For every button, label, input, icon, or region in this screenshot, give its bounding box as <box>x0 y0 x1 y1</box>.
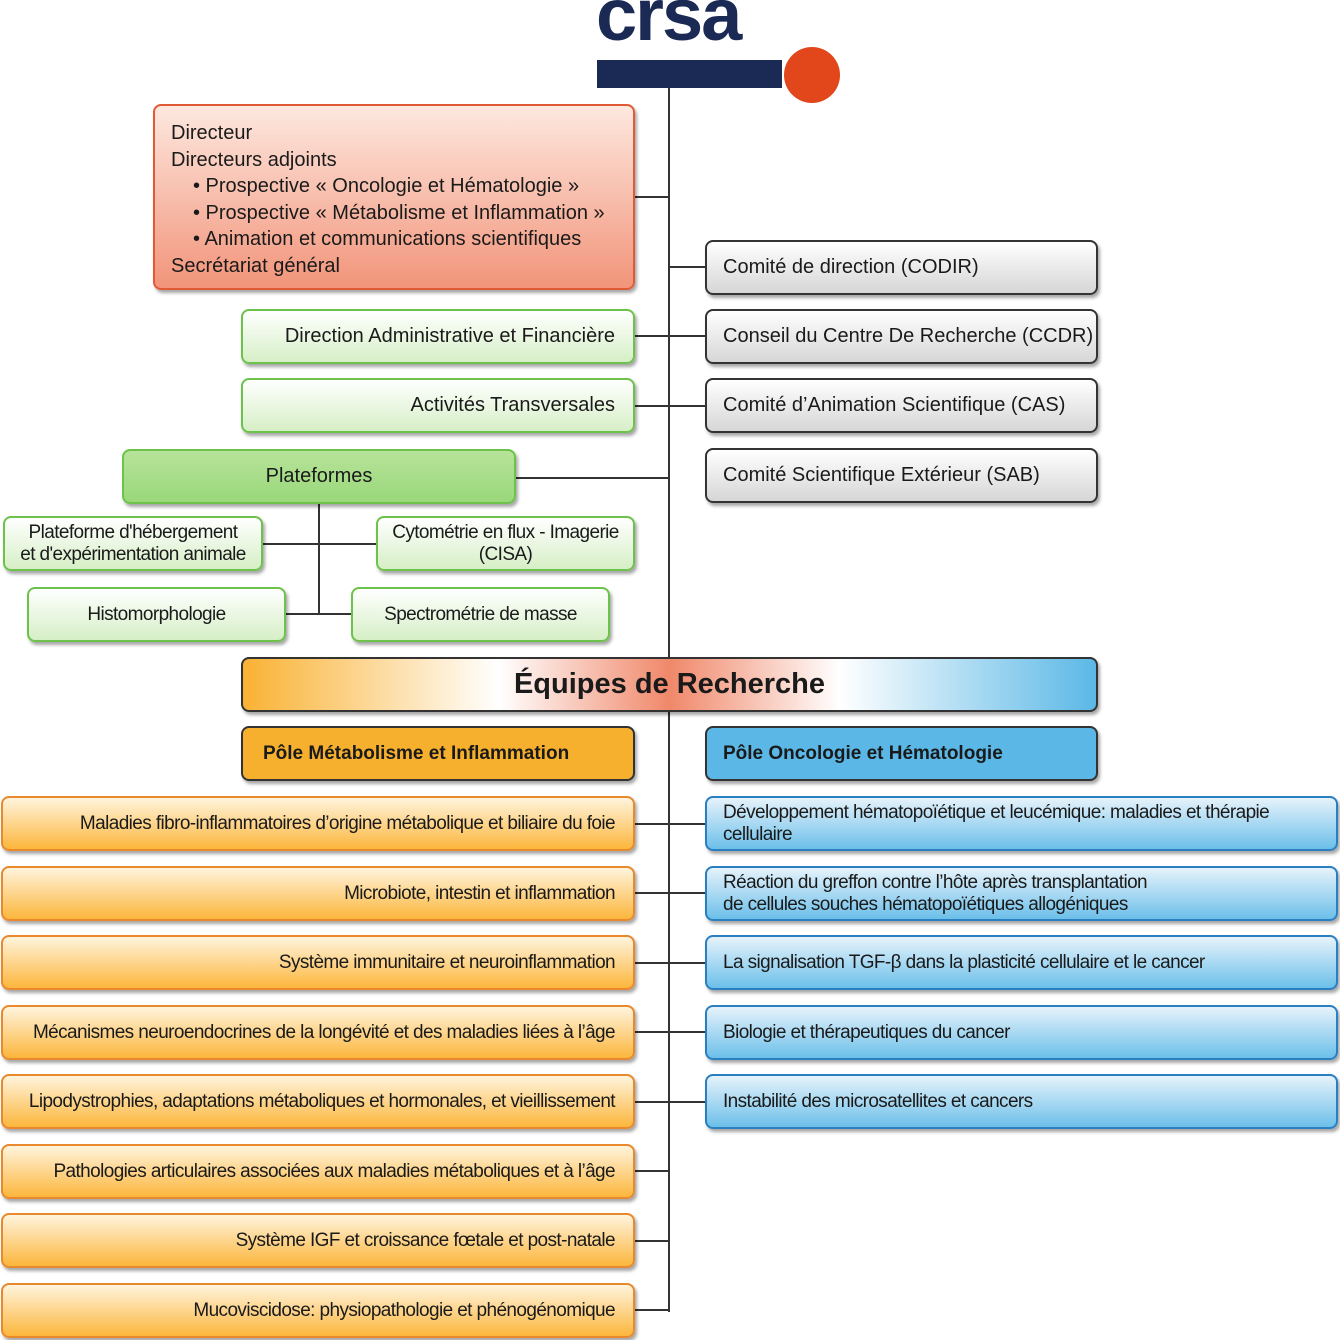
team-metabolism: Système IGF et croissance fœtale et post… <box>1 1213 635 1268</box>
committee-cas: Comité d’Animation Scientifique (CAS) <box>705 378 1098 433</box>
pole-metabolism-header: Pôle Métabolisme et Inflammation <box>241 726 635 781</box>
team-metabolism: Mucoviscidose: physiopathologie et phéno… <box>1 1283 635 1338</box>
plateformes-box: Plateformes <box>122 449 516 504</box>
logo-text: crsa <box>596 0 742 56</box>
team-oncology: La signalisation TGF-β dans la plasticit… <box>705 935 1338 990</box>
committee-codir: Comité de direction (CODIR) <box>705 240 1098 295</box>
equipes-recherche-header: Équipes de Recherche <box>241 657 1098 712</box>
direction-administrative-box: Direction Administrative et Financière <box>241 309 635 364</box>
committee-sab: Comité Scientifique Extérieur (SAB) <box>705 448 1098 503</box>
direction-box: Directeur Directeurs adjoints • Prospect… <box>153 104 635 290</box>
committee-ccdr: Conseil du Centre De Recherche (CCDR) <box>705 309 1098 364</box>
direction-line: • Prospective « Oncologie et Hématologie… <box>193 175 580 197</box>
direction-line: • Prospective « Métabolisme et Inflammat… <box>193 201 605 224</box>
direction-line: Directeurs adjoints <box>171 148 337 171</box>
platform-mass-spectrometry: Spectrométrie de masse <box>351 587 610 642</box>
platform-histomorphology: Histomorphologie <box>27 587 286 642</box>
direction-line: Directeur <box>171 122 253 144</box>
logo-dot <box>784 47 840 103</box>
team-oncology: Biologie et thérapeutiques du cancer <box>705 1005 1338 1060</box>
logo-bar <box>597 60 782 88</box>
team-metabolism: Mécanismes neuroendocrines de la longévi… <box>1 1005 635 1060</box>
direction-line: • Animation et communications scientifiq… <box>193 228 582 250</box>
pole-oncology-header: Pôle Oncologie et Hématologie <box>705 726 1098 781</box>
activites-transversales-box: Activités Transversales <box>241 378 635 433</box>
direction-line: Secrétariat général <box>171 254 340 277</box>
team-metabolism: Microbiote, intestin et inflammation <box>1 866 635 921</box>
platform-cytometry: Cytométrie en flux - Imagerie (CISA) <box>376 516 635 571</box>
team-metabolism: Système immunitaire et neuroinflammation <box>1 935 635 990</box>
team-oncology: Développement hématopoïétique et leucémi… <box>705 796 1338 851</box>
direction-lines: Directeur Directeurs adjoints • Prospect… <box>171 120 605 279</box>
team-oncology: Réaction du greffon contre l’hôte après … <box>705 866 1338 921</box>
platform-animal: Plateforme d'hébergement et d'expériment… <box>3 516 263 571</box>
team-oncology: Instabilité des microsatellites et cance… <box>705 1074 1338 1129</box>
team-metabolism: Lipodystrophies, adaptations métabolique… <box>1 1074 635 1129</box>
team-metabolism: Pathologies articulaires associées aux m… <box>1 1144 635 1199</box>
team-metabolism: Maladies fibro-inflammatoires d’origine … <box>1 796 635 851</box>
